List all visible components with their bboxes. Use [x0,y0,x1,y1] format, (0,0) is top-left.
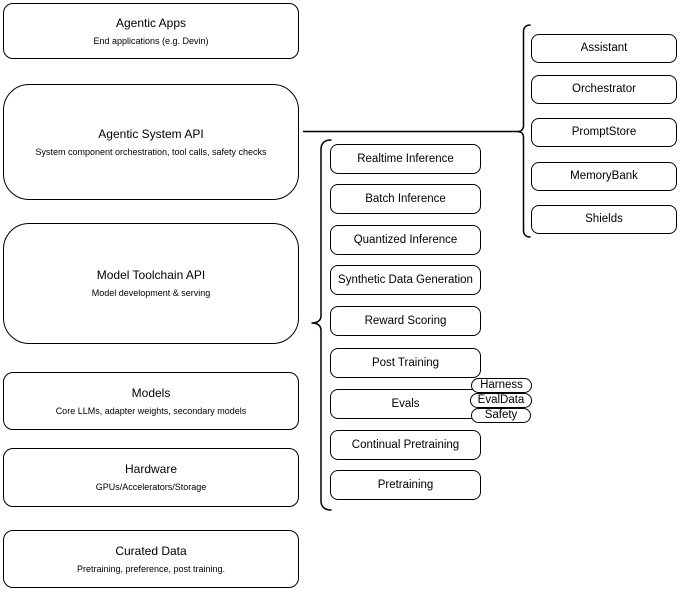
node-agentic-system-api: Agentic System API System component orch… [3,84,299,200]
toolchain-brace [311,139,332,511]
pill-safety: Safety [471,408,531,423]
node-subtitle: GPUs/Accelerators/Storage [95,482,207,492]
node-label: Continual Pretraining [351,438,460,451]
node-subtitle: Core LLMs, adapter weights, secondary mo… [55,405,247,416]
node-curated-data: Curated Data Pretraining, preference, po… [3,530,299,588]
node-title: Agentic System API [98,126,204,141]
node-label: MemoryBank [570,170,638,182]
pill-label: EvalData [477,394,525,406]
node-label: Realtime Inference [357,152,454,165]
node-title: Agentic Apps [115,15,187,30]
node-subtitle: End applications (e.g. Devin) [93,35,209,46]
node-promptstore: PromptStore [531,118,677,147]
node-reward-scoring: Reward Scoring [330,306,481,336]
node-evals: Evals [330,389,481,419]
node-label: Orchestrator [572,83,636,95]
node-label: Synthetic Data Generation [338,273,473,286]
node-label: Evals [391,397,420,410]
node-subtitle: System component orchestration, tool cal… [35,146,267,157]
node-label: Assistant [580,42,628,54]
node-realtime-inference: Realtime Inference [330,144,481,174]
node-batch-inference: Batch Inference [330,184,481,214]
node-assistant: Assistant [531,34,677,63]
node-subtitle: Pretraining, preference, post training. [76,563,226,574]
pill-label: Harness [480,379,523,391]
system-brace [516,24,531,238]
node-orchestrator: Orchestrator [531,75,677,104]
node-agentic-apps: Agentic Apps End applications (e.g. Devi… [3,3,299,59]
node-label: Pretraining [377,478,434,491]
node-label: Quantized Inference [353,233,458,246]
node-model-toolchain-api: Model Toolchain API Model development & … [3,223,299,344]
node-hardware: Hardware GPUs/Accelerators/Storage [3,448,299,507]
node-quantized-inference: Quantized Inference [330,225,481,255]
node-models: Models Core LLMs, adapter weights, secon… [3,372,299,430]
node-continual-pretraining: Continual Pretraining [330,430,481,460]
node-pretraining: Pretraining [330,470,481,500]
node-label: Post Training [371,356,440,369]
node-title: Hardware [124,462,178,476]
node-subtitle: Model development & serving [91,288,211,298]
node-shields: Shields [531,205,677,234]
node-label: Reward Scoring [364,314,447,327]
node-post-training: Post Training [330,348,481,378]
node-label: Batch Inference [365,192,446,205]
node-synthetic-data-generation: Synthetic Data Generation [330,265,481,295]
pill-label: Safety [484,409,518,421]
pill-harness: Harness [471,378,532,393]
node-title: Model Toolchain API [96,268,206,282]
pill-evaldata: EvalData [470,393,532,408]
node-label: PromptStore [571,126,637,138]
node-memorybank: MemoryBank [531,162,677,191]
node-title: Curated Data [115,543,187,558]
node-title: Models [131,385,171,400]
node-label: Shields [585,213,623,225]
